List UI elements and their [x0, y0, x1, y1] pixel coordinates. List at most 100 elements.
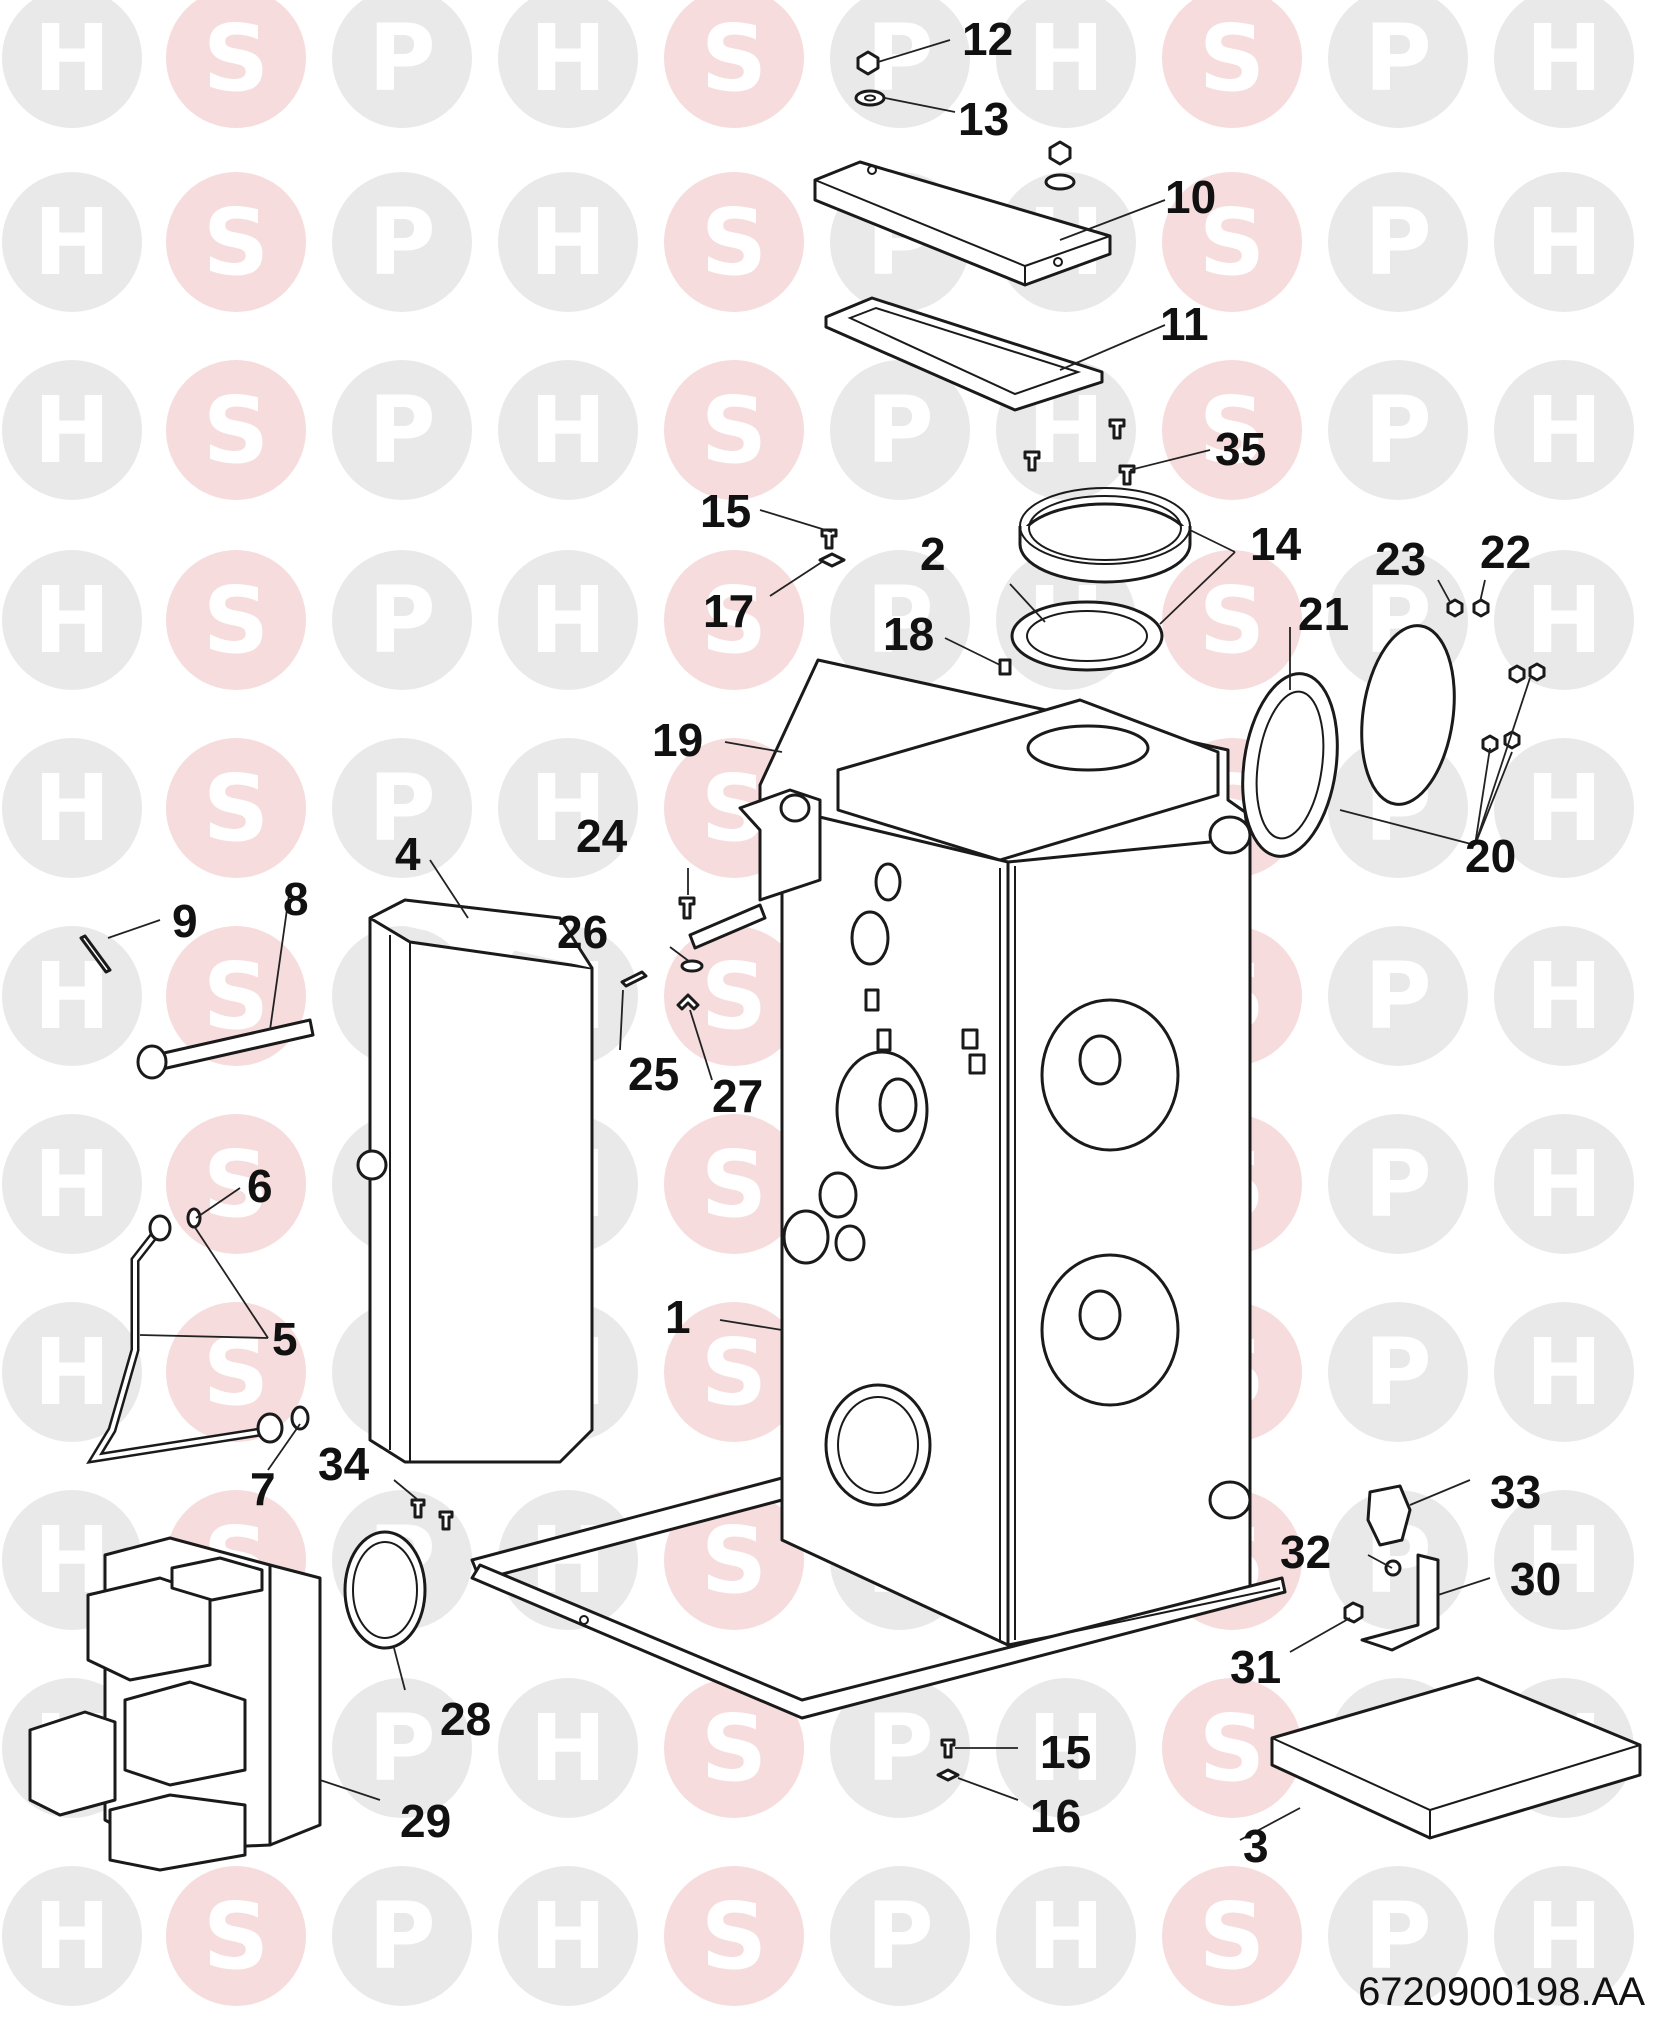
part-28-seal — [343, 1530, 427, 1650]
part-label-8: 8 — [283, 873, 309, 925]
part-label-34: 34 — [318, 1438, 370, 1490]
watermark-letter: P — [1364, 5, 1431, 112]
watermark-circle — [1494, 1866, 1634, 2006]
part-11-gasket — [824, 296, 1104, 412]
watermark-circle — [332, 0, 472, 128]
part-label-18: 18 — [883, 608, 934, 660]
watermark-circle — [498, 0, 638, 128]
watermark-circle — [498, 1866, 638, 2006]
part-4-expansion-vessel — [356, 898, 594, 1464]
watermark-letter: P — [368, 377, 435, 484]
part-21-gasket — [1241, 672, 1339, 858]
part-label-22: 22 — [1480, 526, 1531, 578]
watermark-circle — [332, 550, 472, 690]
watermark-circle — [332, 172, 472, 312]
part-14-flue-collar — [1018, 487, 1192, 584]
watermark-letter: P — [368, 5, 435, 112]
watermark-circle — [664, 1866, 804, 2006]
part-5-hose — [86, 1214, 284, 1464]
watermark-circle — [1328, 1866, 1468, 2006]
watermark-letter: H — [34, 1131, 111, 1238]
watermark-circle — [1162, 0, 1302, 128]
watermark-letter: S — [203, 189, 269, 296]
part-label-6: 6 — [247, 1160, 273, 1212]
watermark-circle — [1494, 1490, 1634, 1630]
watermark-letter: H — [34, 1319, 111, 1426]
part-label-14: 14 — [1250, 518, 1302, 570]
watermark-circle — [2, 550, 142, 690]
part-label-19: 19 — [652, 714, 703, 766]
watermark-letter: H — [1028, 1883, 1105, 1990]
watermark-letter: S — [701, 1695, 767, 1802]
watermark-circle — [332, 738, 472, 878]
watermark-circle — [830, 550, 970, 690]
part-label-27: 27 — [712, 1070, 763, 1122]
part-label-15b: 15 — [1040, 1726, 1091, 1778]
watermark-letter: H — [530, 5, 607, 112]
part-labels: 12 13 10 11 35 15 14 2 23 22 17 21 18 19… — [172, 13, 1561, 1872]
watermark-letter: S — [1199, 567, 1265, 674]
watermark-circle — [1162, 172, 1302, 312]
part-label-29: 29 — [400, 1795, 451, 1847]
watermark-circle — [996, 1866, 1136, 2006]
part-8-pipe — [136, 1018, 315, 1080]
watermark-letter: H — [530, 755, 607, 862]
part-label-35: 35 — [1215, 423, 1266, 475]
watermark-circle — [2, 360, 142, 500]
part-label-13: 13 — [958, 93, 1009, 145]
watermark-circle — [1494, 0, 1634, 128]
watermark-circle — [498, 550, 638, 690]
watermark-circle — [2, 1302, 142, 1442]
watermark-circle — [166, 0, 306, 128]
part-label-25: 25 — [628, 1048, 679, 1100]
watermark-circle — [1494, 1302, 1634, 1442]
part-13-washer — [854, 89, 886, 107]
watermark-letter: H — [530, 567, 607, 674]
watermark-circle — [1162, 360, 1302, 500]
watermark-circle — [1494, 550, 1634, 690]
part-label-9: 9 — [172, 895, 198, 947]
watermark-letter: H — [1028, 1695, 1105, 1802]
part-label-10: 10 — [1165, 171, 1216, 223]
watermark-letter: S — [1199, 189, 1265, 296]
watermark-letter: P — [1364, 943, 1431, 1050]
watermark-circle — [664, 1490, 804, 1630]
watermark-letter: P — [866, 1883, 933, 1990]
watermark-circle — [664, 1302, 804, 1442]
watermark-circle — [2, 172, 142, 312]
watermark-circle — [498, 738, 638, 878]
part-label-2: 2 — [920, 528, 946, 580]
watermark-letter: H — [1526, 1319, 1603, 1426]
watermark-circle — [1328, 926, 1468, 1066]
watermark-circle — [1494, 360, 1634, 500]
diagram-reference-code: 6720900198.AA — [1358, 1970, 1645, 2014]
watermark-circle — [1328, 172, 1468, 312]
watermark-circle — [996, 1678, 1136, 1818]
watermark-letter: S — [701, 1507, 767, 1614]
watermark-circle — [166, 360, 306, 500]
watermark-circle — [166, 550, 306, 690]
watermark-circle — [332, 360, 472, 500]
watermark-circle — [2, 1114, 142, 1254]
watermark-letter: H — [34, 755, 111, 862]
watermark-letter: S — [1199, 1883, 1265, 1990]
watermark-letter: S — [1199, 377, 1265, 484]
part-label-32: 32 — [1280, 1526, 1331, 1578]
watermark-circle — [830, 1678, 970, 1818]
watermark-letter: S — [701, 567, 767, 674]
part-label-1: 1 — [665, 1291, 691, 1343]
part-7-oring — [290, 1405, 310, 1431]
watermark-letter: H — [1526, 5, 1603, 112]
part-33-valve — [1366, 1484, 1412, 1547]
watermark-letter: H — [1526, 189, 1603, 296]
watermark-letter: P — [368, 1695, 435, 1802]
watermark-letter: S — [701, 1883, 767, 1990]
watermark-letter: S — [1199, 5, 1265, 112]
watermark-circle — [166, 172, 306, 312]
watermark-circle — [2, 0, 142, 128]
part-20-cover — [1360, 624, 1456, 806]
watermark-letter: P — [368, 755, 435, 862]
watermark-circle — [664, 360, 804, 500]
watermark-letter: P — [1364, 1131, 1431, 1238]
